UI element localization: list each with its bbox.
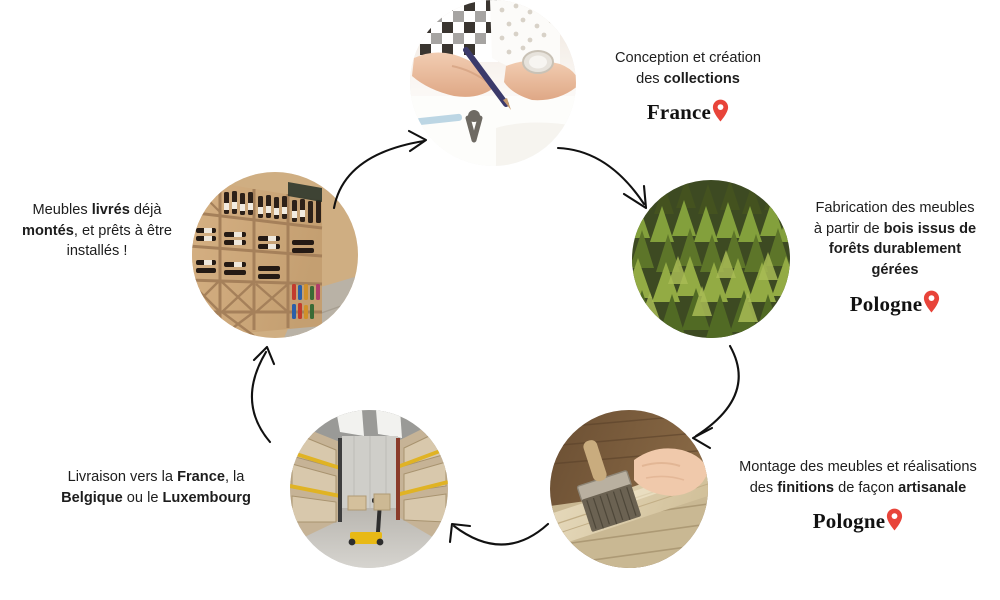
step-country-pologne-2: Pologne — [716, 507, 1000, 537]
step-image-installation — [192, 172, 358, 338]
arrow-installation-to-conception — [332, 129, 428, 210]
step-image-livraison — [290, 410, 448, 568]
step-text-line: Livraison vers la France, la — [67, 469, 245, 485]
step-country-pologne-1: Pologne — [795, 290, 995, 320]
step-text-line: des finitions de façon artisanale — [749, 479, 967, 496]
map-pin-icon — [923, 290, 940, 313]
arrow-montage-to-livraison — [448, 522, 550, 546]
step-text-line: installés ! — [66, 243, 128, 260]
country-label: France — [646, 100, 712, 125]
step-text-line: montés, et prêts à être — [21, 222, 173, 239]
country-label: Pologne — [849, 291, 923, 316]
step-text-line: gérées — [871, 262, 919, 279]
step-text-line: Montage des meubles et réalisations — [739, 459, 977, 475]
step-text-installation: Meubles livrés déjà montés, et prêts à ê… — [8, 200, 186, 262]
step-country-france: France — [588, 98, 788, 128]
step-text-line: Meubles livrés déjà — [32, 202, 162, 218]
step-text-line: Belgique ou le Luxembourg — [61, 489, 251, 506]
step-text-fabrication: Fabrication des meubles à partir de bois… — [795, 198, 995, 320]
step-text-line: Fabrication des meubles — [815, 200, 975, 216]
country-label: Pologne — [812, 509, 886, 534]
step-image-conception — [410, 0, 576, 166]
step-text-line: Conception et création — [614, 50, 762, 66]
step-text-line: à partir de bois issus de — [813, 220, 977, 237]
step-image-fabrication — [632, 180, 790, 338]
map-pin-icon — [712, 99, 729, 122]
step-text-conception: Conception et création des collections F… — [588, 48, 788, 128]
step-image-montage — [550, 410, 708, 568]
step-text-line: forêts durablement — [828, 241, 962, 258]
map-pin-icon — [886, 508, 903, 531]
step-text-line: des collections — [636, 70, 740, 87]
step-text-livraison: Livraison vers la France, la Belgique ou… — [36, 467, 276, 508]
arrow-conception-to-fabrication — [556, 146, 648, 210]
step-text-montage: Montage des meubles et réalisations des … — [716, 457, 1000, 537]
